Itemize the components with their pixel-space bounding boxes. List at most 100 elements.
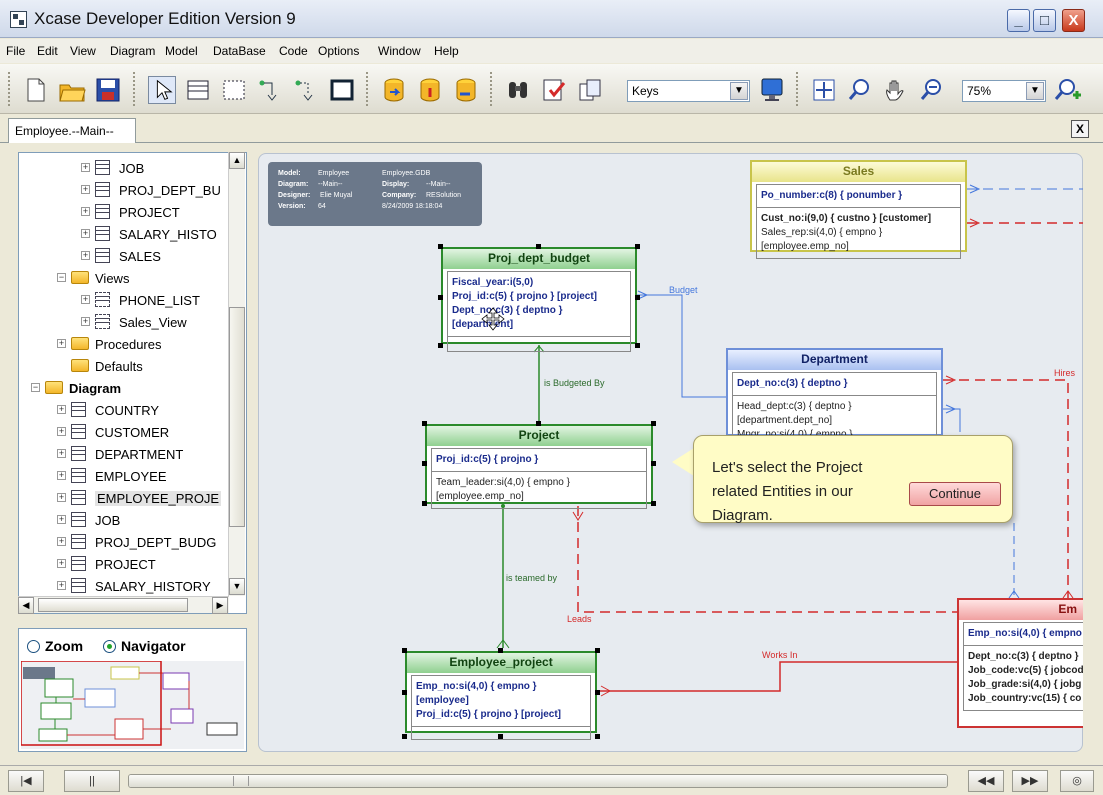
expand-toggle-icon[interactable]: − xyxy=(31,382,40,392)
entity-employee-project[interactable]: Employee_project Emp_no:si(4,0) { empno … xyxy=(405,651,597,740)
expand-toggle-icon[interactable]: + xyxy=(81,184,90,194)
continue-button[interactable]: Continue xyxy=(909,482,1001,506)
db-import-icon[interactable] xyxy=(416,76,444,104)
selection-handle[interactable] xyxy=(422,501,427,506)
chevron-down-icon[interactable]: ▼ xyxy=(730,82,748,100)
scroll-pause-button[interactable]: || xyxy=(64,770,120,792)
scroll-first-button[interactable]: |◀ xyxy=(8,770,44,792)
expand-toggle-icon[interactable]: + xyxy=(57,404,66,414)
scroll-right-button[interactable]: ▶ xyxy=(212,597,228,614)
zoom-select[interactable]: 75% ▼ xyxy=(962,80,1046,102)
db-export-icon[interactable] xyxy=(380,76,408,104)
expand-toggle-icon[interactable]: + xyxy=(81,162,90,172)
toolbar-grip[interactable] xyxy=(8,72,11,106)
entity-employee[interactable]: Em Emp_no:si(4,0) { empno Dept_no:c(3) {… xyxy=(957,598,1083,728)
scroll-thumb[interactable] xyxy=(229,307,245,527)
expand-toggle-icon[interactable]: + xyxy=(81,294,90,304)
selection-handle[interactable] xyxy=(438,295,443,300)
tree-horizontal-scrollbar[interactable]: ◀ ▶ xyxy=(18,596,229,614)
selection-handle[interactable] xyxy=(595,734,600,739)
zoom-out-icon[interactable] xyxy=(918,76,946,104)
relation-alt-icon[interactable] xyxy=(292,76,320,104)
db-sync-icon[interactable] xyxy=(452,76,480,104)
selection-handle[interactable] xyxy=(536,421,541,426)
selection-handle[interactable] xyxy=(422,421,427,426)
entity-sales[interactable]: Sales Po_number:c(8) { ponumber } Cust_n… xyxy=(750,160,967,259)
scroll-down-button[interactable]: ▼ xyxy=(229,578,245,595)
expand-toggle-icon[interactable]: + xyxy=(57,536,66,546)
menu-options[interactable]: Options xyxy=(318,44,360,58)
menu-model[interactable]: Model xyxy=(165,44,198,58)
selection-handle[interactable] xyxy=(635,295,640,300)
horizontal-thumb[interactable] xyxy=(129,775,947,787)
view-icon[interactable] xyxy=(220,76,248,104)
selection-handle[interactable] xyxy=(635,343,640,348)
tab-employee-main[interactable]: Employee.--Main-- xyxy=(8,118,136,143)
selection-handle[interactable] xyxy=(402,734,407,739)
selection-handle[interactable] xyxy=(422,461,427,466)
expand-toggle-icon[interactable]: + xyxy=(57,426,66,436)
selection-handle[interactable] xyxy=(651,421,656,426)
toolbar-grip-4[interactable] xyxy=(490,72,493,106)
tree-vertical-scrollbar[interactable]: ▲ ▼ xyxy=(228,152,245,596)
close-window-button[interactable]: X xyxy=(1062,9,1085,32)
app-icon[interactable] xyxy=(10,11,27,28)
expand-toggle-icon[interactable]: + xyxy=(57,580,66,590)
toolbar-grip-5[interactable] xyxy=(796,72,799,106)
horizontal-track[interactable] xyxy=(128,774,948,788)
docs-icon[interactable] xyxy=(576,76,604,104)
selection-handle[interactable] xyxy=(595,648,600,653)
selection-handle[interactable] xyxy=(536,244,541,249)
model-info-box[interactable]: Model: Employee Employee.GDB Diagram: --… xyxy=(268,162,482,226)
selection-handle[interactable] xyxy=(635,244,640,249)
menu-code[interactable]: Code xyxy=(279,44,308,58)
check-icon[interactable] xyxy=(540,76,568,104)
scroll-up-button[interactable]: ▲ xyxy=(229,152,245,169)
expand-toggle-icon[interactable]: + xyxy=(81,250,90,260)
expand-toggle-icon[interactable]: + xyxy=(57,492,66,502)
expand-toggle-icon[interactable]: + xyxy=(57,514,66,524)
new-icon[interactable] xyxy=(22,76,50,104)
hand-icon[interactable] xyxy=(882,76,910,104)
expand-toggle-icon[interactable]: + xyxy=(81,316,90,326)
keys-select[interactable]: Keys ▼ xyxy=(627,80,750,102)
maximize-button[interactable]: □ xyxy=(1033,9,1056,32)
expand-toggle-icon[interactable]: − xyxy=(57,272,66,282)
scroll-left-button[interactable]: ◀ xyxy=(18,597,34,614)
scroll-forward-button[interactable]: ▶▶ xyxy=(1012,770,1048,792)
selection-handle[interactable] xyxy=(651,461,656,466)
entity-proj-dept-budget[interactable]: Proj_dept_budget Fiscal_year:i(5,0) Proj… xyxy=(441,247,637,352)
model-tree[interactable]: +JOB+PROJ_DEPT_BU+PROJECT+SALARY_HISTO+S… xyxy=(18,152,247,614)
selection-handle[interactable] xyxy=(402,690,407,695)
open-folder-icon[interactable] xyxy=(58,76,86,104)
zoom-in-icon[interactable] xyxy=(1054,76,1082,104)
selection-handle[interactable] xyxy=(651,501,656,506)
toolbar-grip-2[interactable] xyxy=(133,72,136,106)
expand-toggle-icon[interactable]: + xyxy=(81,228,90,238)
frame-icon[interactable] xyxy=(328,76,356,104)
chevron-down-icon[interactable]: ▼ xyxy=(1026,82,1044,100)
hscroll-thumb[interactable] xyxy=(38,598,188,612)
menu-diagram[interactable]: Diagram xyxy=(110,44,156,58)
menu-database[interactable]: DataBase xyxy=(213,44,266,58)
expand-toggle-icon[interactable]: + xyxy=(57,338,66,348)
binoculars-icon[interactable] xyxy=(504,76,532,104)
expand-toggle-icon[interactable]: + xyxy=(57,558,66,568)
entity-project[interactable]: Project Proj_id:c(5) { projno } Team_lea… xyxy=(425,424,653,509)
expand-toggle-icon[interactable]: + xyxy=(57,470,66,480)
entity-department[interactable]: Department Dept_no:c(3) { deptno } Head_… xyxy=(726,348,943,461)
toolbar-grip-3[interactable] xyxy=(366,72,369,106)
selection-handle[interactable] xyxy=(402,648,407,653)
refresh-icon[interactable]: ◎ xyxy=(1060,770,1094,792)
relation-icon[interactable] xyxy=(256,76,284,104)
table-icon[interactable] xyxy=(184,76,212,104)
selection-handle[interactable] xyxy=(438,244,443,249)
zoom-radio[interactable] xyxy=(27,640,40,653)
selection-handle[interactable] xyxy=(498,734,503,739)
menu-file[interactable]: File xyxy=(6,44,26,58)
pointer-icon[interactable] xyxy=(148,76,176,104)
navigator-radio[interactable] xyxy=(103,640,116,653)
expand-toggle-icon[interactable]: + xyxy=(57,448,66,458)
selection-handle[interactable] xyxy=(438,343,443,348)
menu-edit[interactable]: Edit xyxy=(37,44,58,58)
